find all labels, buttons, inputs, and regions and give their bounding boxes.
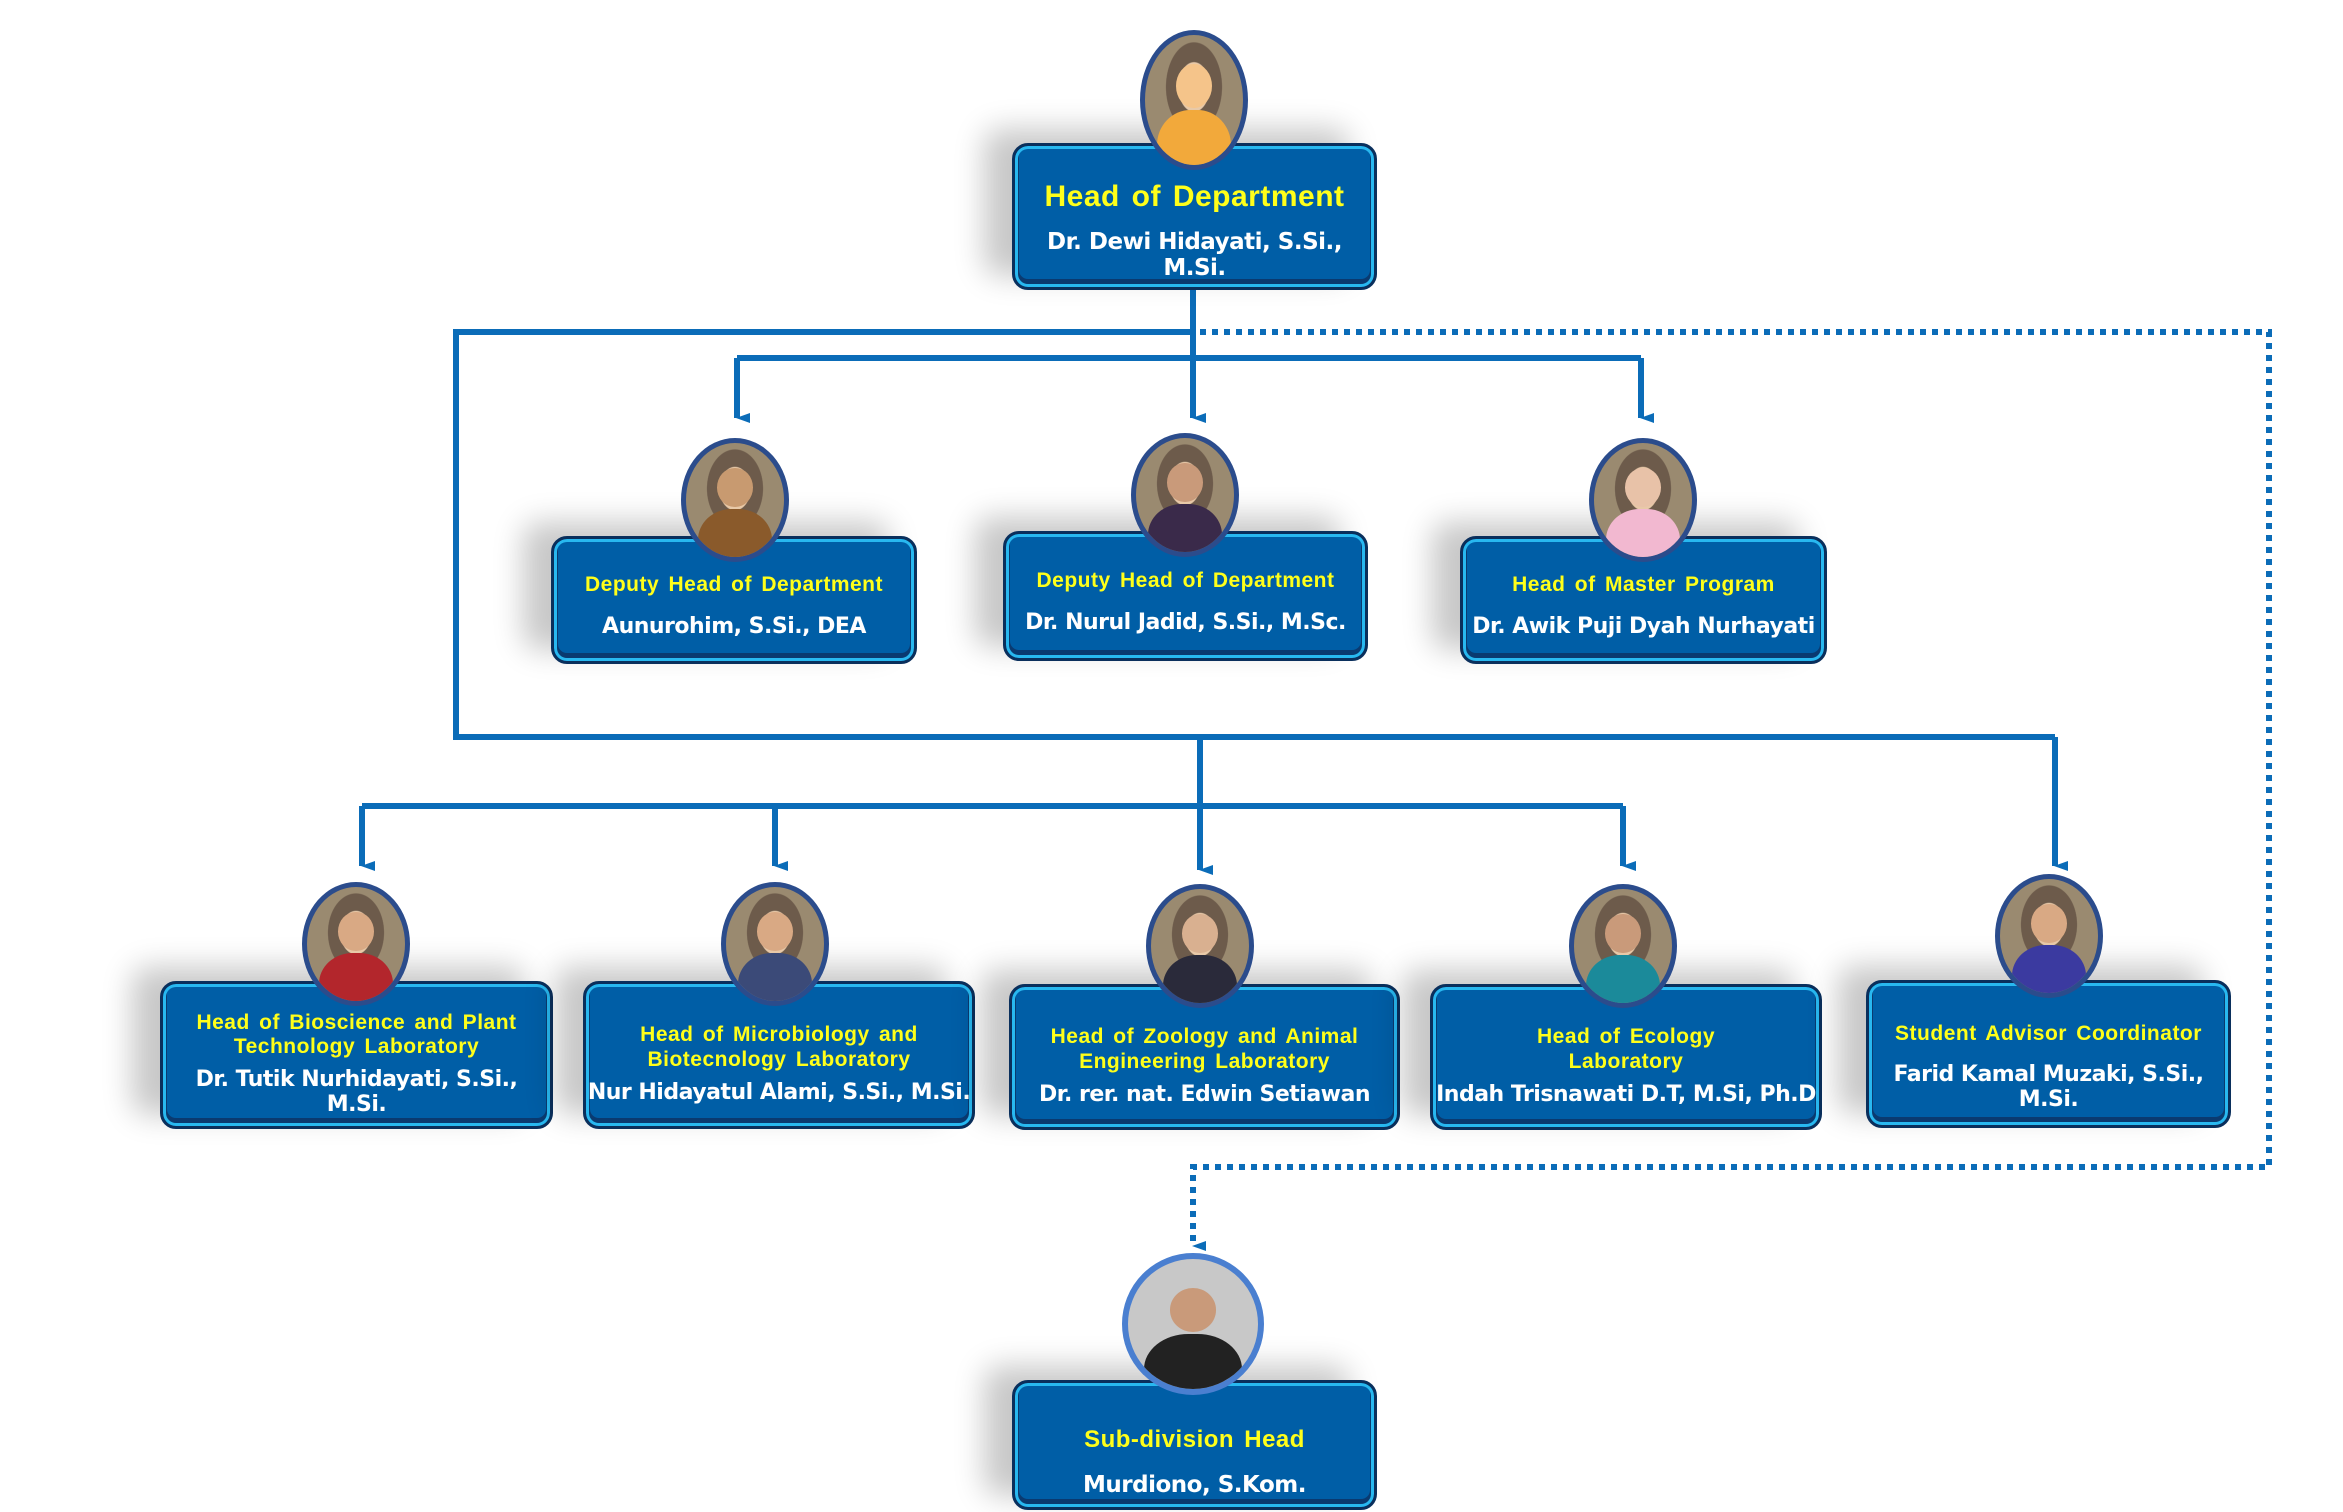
advisor-name: Farid Kamal Muzaki, S.Si., M.Si.	[1893, 1062, 2204, 1113]
lab-head-photo	[721, 882, 829, 1006]
lab-role-line-2: Biotecnology Laboratory	[647, 1047, 911, 1071]
deputy-name: Dr. Nurul Jadid, S.Si., M.Sc.	[1025, 609, 1346, 635]
master-program-role: Head of Master Program	[1512, 573, 1775, 597]
subdivision-role: Sub-division Head	[1084, 1426, 1305, 1454]
lab-head-photo	[302, 882, 410, 1006]
deputy-role: Deputy Head of Department	[1036, 569, 1335, 593]
head-photo	[1140, 30, 1248, 170]
advisor-role: Student Advisor Coordinator	[1895, 1021, 2202, 1045]
lab-role-line-2: Technology Laboratory	[233, 1035, 480, 1058]
head-role: Head of Department	[1044, 180, 1345, 214]
lab-role-line-2: Laboratory	[1568, 1049, 1684, 1073]
subdivision-box[interactable]: Sub-division Head Murdiono, S.Kom.	[1012, 1380, 1377, 1510]
subdivision-photo	[1122, 1253, 1264, 1395]
lab-role-line-2: Engineering Laboratory	[1079, 1049, 1330, 1073]
lab-box[interactable]: Head of Zoology and Animal Engineering L…	[1009, 984, 1400, 1130]
lab-head-photo	[1569, 884, 1677, 1008]
advisor-photo	[1995, 874, 2103, 998]
advisor-box[interactable]: Student Advisor Coordinator Farid Kamal …	[1866, 980, 2231, 1128]
lab-head-name: Indah Trisnawati D.T, M.Si, Ph.D	[1436, 1081, 1816, 1107]
master-program-name: Dr. Awik Puji Dyah Nurhayati	[1472, 613, 1815, 639]
connector-dotted-subdivision	[1190, 329, 2272, 1251]
lab-head-name: Dr. Tutik Nurhidayati, S.Si., M.Si.	[195, 1067, 518, 1118]
subdivision-name: Murdiono, S.Kom.	[1083, 1471, 1306, 1498]
lab-role-line-1: Head of Bioscience and Plant	[196, 1010, 517, 1034]
head-name: Dr. Dewi Hidayati, S.Si., M.Si.	[1046, 228, 1343, 281]
deputy-photo	[1131, 433, 1239, 557]
lab-head-name: Nur Hidayatul Alami, S.Si., M.Si.	[587, 1079, 971, 1105]
lab-role-line-1: Head of Ecology	[1536, 1025, 1716, 1049]
lab-head-name: Dr. rer. nat. Edwin Setiawan	[1039, 1081, 1371, 1107]
lab-role-line-1: Head of Microbiology and	[640, 1023, 918, 1047]
lab-head-photo	[1146, 884, 1254, 1008]
deputy-photo	[681, 438, 789, 562]
deputy-name: Aunurohim, S.Si., DEA	[602, 613, 866, 639]
lab-box[interactable]: Head of Ecology Laboratory Indah Trisnaw…	[1430, 984, 1822, 1130]
connector-head-to-lab-bus	[453, 329, 2055, 740]
deputy-role: Deputy Head of Department	[584, 573, 884, 597]
master-program-photo	[1589, 438, 1697, 562]
lab-role-line-1: Head of Zoology and Animal	[1050, 1025, 1359, 1049]
